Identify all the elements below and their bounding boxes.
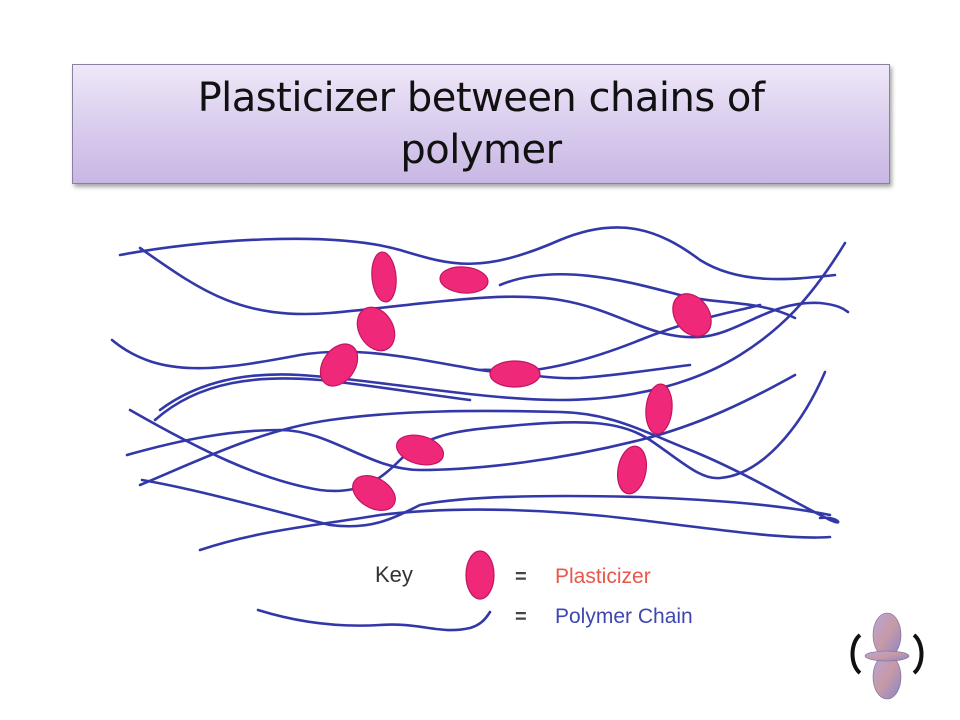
polymer-chains [110,226,850,552]
key-equals-polymer: = [515,606,527,628]
plasticizer-molecule [616,445,648,495]
polymer-chain [198,508,832,552]
polymer-chain [158,241,847,412]
plasticizer-molecule [371,251,397,303]
key-equals-plasticizer: = [515,566,527,588]
plasticizer-molecule [352,475,396,511]
plasticizer-molecule [672,293,712,337]
plasticizer-molecule [439,266,489,294]
polymer-chain [125,373,797,472]
slide-title: Plasticizer between chains of polymer [197,75,765,173]
plasticizer-molecule [319,343,359,387]
plasticizer-molecule [645,383,673,435]
polymer-chain [110,303,762,374]
polymer-chain [153,377,472,422]
key-label: Key [375,562,413,587]
plasticizer-molecule [356,306,396,352]
polymer-chain [118,226,837,281]
plasticizer-molecule [395,434,445,466]
orbital-logo-icon [850,612,924,700]
plasticizer-molecule [489,360,541,388]
slide-title-box: Plasticizer between chains of polymer [72,64,890,184]
key-plasticizer-label: Plasticizer [555,565,651,588]
polymer-chain [128,370,827,493]
polymer-chain [498,273,797,320]
key-polymer-chain-icon [256,608,492,632]
plasticizers [319,251,712,600]
polymer-chain [138,246,850,339]
key-polymer-chain-label: Polymer Chain [555,605,693,628]
key-plasticizer-icon [465,550,495,600]
polymer-chain [140,478,832,528]
